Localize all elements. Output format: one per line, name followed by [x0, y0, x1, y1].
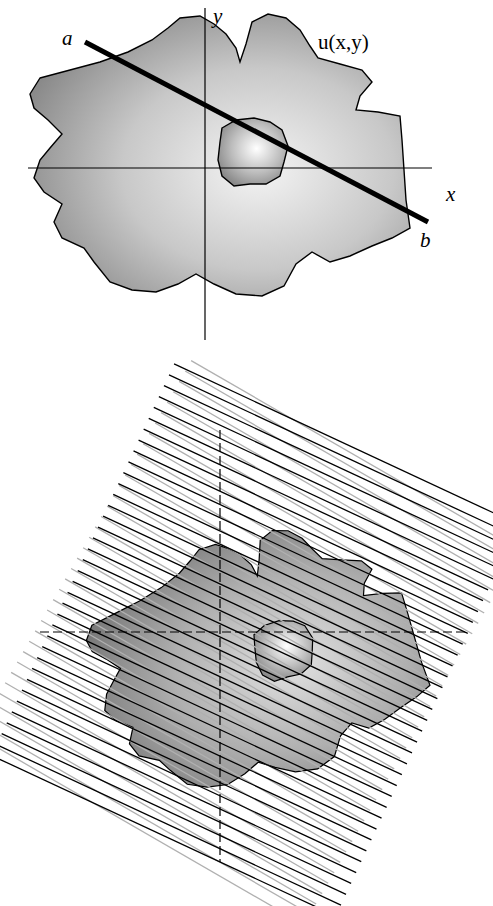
ray-line [12, 712, 356, 873]
ray-line [137, 454, 466, 644]
ray-line [179, 381, 493, 571]
ray-line [143, 444, 472, 634]
ray-line [144, 429, 488, 590]
ray-line [7, 723, 351, 884]
ray-line [65, 579, 394, 769]
ray-line [42, 647, 386, 808]
ray-line [41, 620, 370, 810]
ray-line [101, 517, 430, 707]
ray-line [185, 371, 493, 561]
endpoint-label: a [62, 28, 73, 49]
ray-line [83, 548, 412, 738]
ray-line [149, 433, 478, 623]
ray-line [63, 603, 407, 764]
ray-line [161, 413, 490, 603]
ray-line [11, 672, 340, 862]
ray-line [52, 625, 396, 786]
ray-line [169, 375, 493, 536]
x-axis [28, 167, 432, 168]
ray-line [113, 494, 457, 655]
ray-line [23, 652, 352, 842]
ray-line [85, 42, 428, 222]
ray-line [35, 631, 364, 821]
ray-line [78, 571, 422, 732]
ray-line [0, 693, 328, 883]
ray-line [159, 397, 493, 558]
axis-label: y [213, 6, 222, 27]
region-outline [30, 14, 410, 296]
x-axis [40, 631, 466, 632]
ray-line [32, 668, 376, 829]
ray-line [113, 496, 442, 686]
ray-line [47, 610, 376, 800]
ray-line [103, 516, 447, 677]
ray-line [22, 690, 366, 851]
ray-line [93, 538, 437, 699]
ray-set-gray [0, 361, 493, 906]
ray-line [123, 473, 467, 634]
ray-line [77, 558, 406, 748]
ray-line [164, 386, 493, 547]
ray-line [95, 527, 424, 717]
ray-set-black [0, 364, 493, 906]
ray-line [125, 475, 454, 665]
ray-line [107, 506, 436, 696]
ray-line [88, 549, 432, 710]
ray-line [17, 662, 346, 852]
ray-line [0, 745, 341, 906]
ray-line [119, 485, 448, 675]
ray-line [108, 505, 452, 666]
ray-line [155, 423, 484, 613]
ray-line [71, 568, 400, 758]
ray-line [139, 440, 483, 601]
ray-line [98, 527, 442, 688]
ray-line [73, 581, 417, 742]
ray-line [174, 364, 493, 525]
ray-line [134, 451, 478, 612]
ray-line [17, 701, 361, 862]
ray-line [5, 683, 334, 873]
ray-line [167, 402, 493, 592]
axis-label: x [446, 184, 455, 205]
ray-line [83, 560, 427, 721]
ray-line [37, 658, 381, 819]
ray-line [118, 484, 462, 645]
ray-line [59, 589, 388, 779]
ray-line [57, 614, 401, 775]
ray-line [131, 465, 460, 655]
ray-line [68, 592, 412, 753]
y-axis [204, 8, 205, 340]
ray-line [128, 462, 472, 623]
ray-line [27, 679, 371, 840]
ray-line [0, 755, 336, 906]
ray-line [2, 734, 346, 895]
endpoint-label: b [420, 230, 431, 251]
ray-line [0, 704, 322, 894]
function-label: u(x,y) [318, 32, 369, 53]
ray-line [53, 600, 382, 790]
y-axis [219, 430, 220, 862]
ray-line [154, 407, 493, 568]
ray-line [29, 641, 358, 831]
ray-line [149, 418, 493, 579]
